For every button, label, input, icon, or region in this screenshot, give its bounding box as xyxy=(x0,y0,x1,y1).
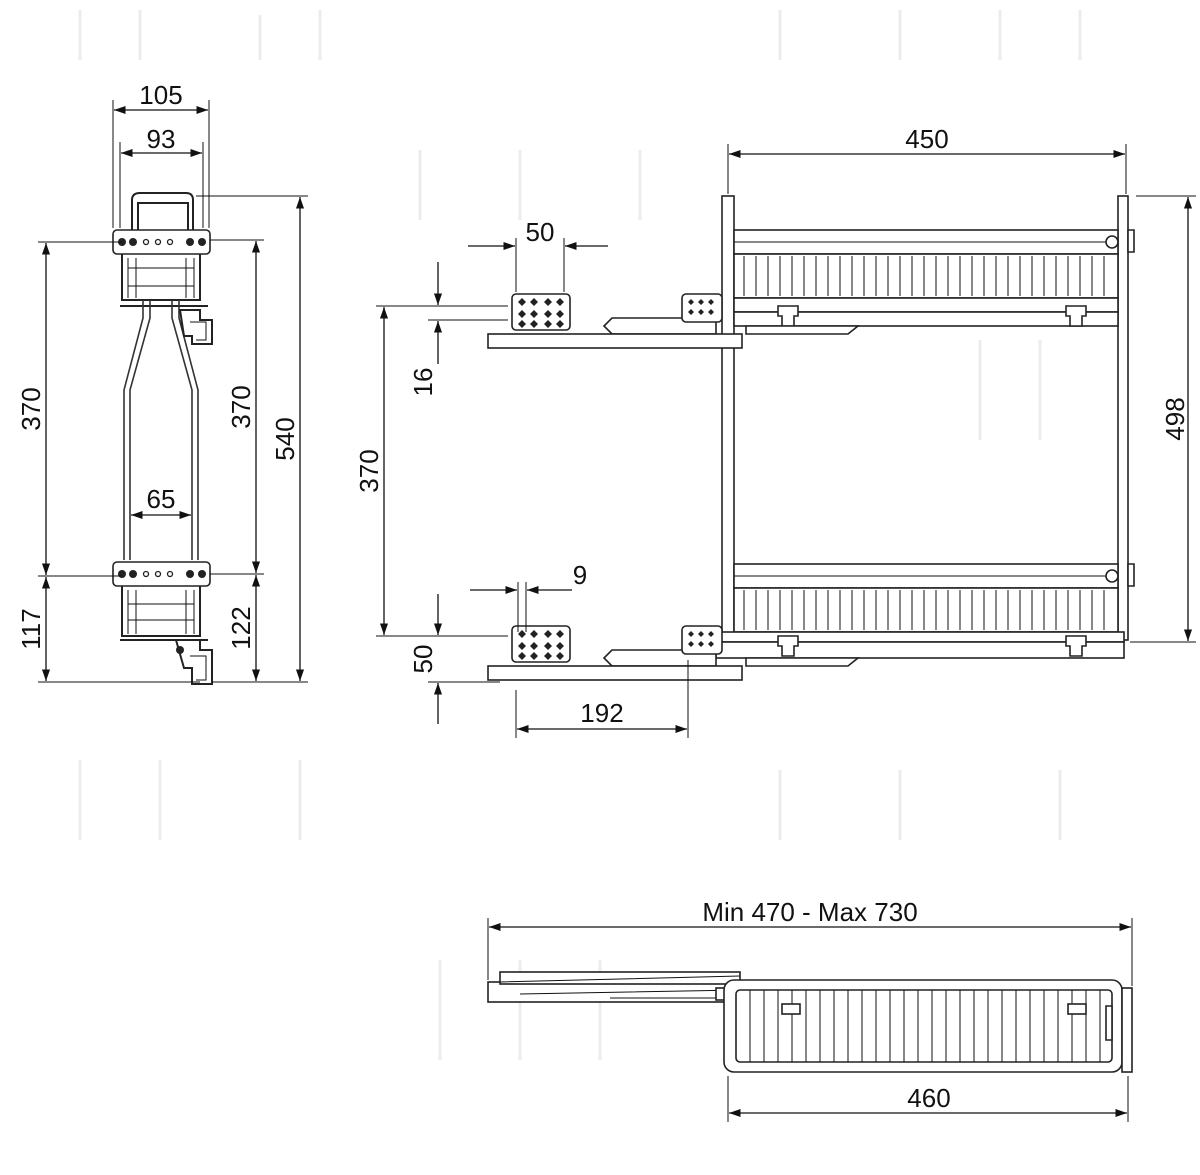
dim-front-16: 16 xyxy=(408,368,438,397)
top-view: Min 470 - Max 730 460 xyxy=(487,897,1133,1122)
front-upper-basket xyxy=(733,229,1119,335)
dim-side-122: 122 xyxy=(226,606,256,649)
dim-front-192: 192 xyxy=(580,698,623,728)
dim-side-105: 105 xyxy=(139,80,182,110)
front-rear-plate xyxy=(721,195,735,641)
dim-front-498: 498 xyxy=(1160,397,1190,440)
side-top-bracket xyxy=(112,229,211,255)
side-rod xyxy=(129,300,193,560)
dim-front-450: 450 xyxy=(905,124,948,154)
dim-top-460: 460 xyxy=(907,1083,950,1113)
top-basket xyxy=(723,979,1133,1073)
side-view: 105 93 65 370 117 370 122 540 xyxy=(16,80,308,685)
front-upper-runner xyxy=(487,293,743,349)
dim-top-min-max: Min 470 - Max 730 xyxy=(702,897,917,927)
front-lower-runner xyxy=(487,625,743,681)
dim-side-65: 65 xyxy=(147,484,176,514)
watermark xyxy=(78,10,1082,1060)
dim-front-50-top: 50 xyxy=(526,217,555,247)
dim-front-9: 9 xyxy=(573,560,587,590)
front-front-plate xyxy=(1117,195,1129,641)
front-view: 450 498 50 16 370 9 50 xyxy=(354,124,1196,738)
dim-side-inner-370: 370 xyxy=(226,385,256,428)
front-lower-basket xyxy=(715,563,1125,667)
dim-front-370: 370 xyxy=(354,449,384,492)
dim-side-93: 93 xyxy=(147,124,176,154)
dim-front-50-bottom: 50 xyxy=(408,645,438,674)
side-bottom-bracket xyxy=(112,561,211,587)
side-handle xyxy=(131,192,194,235)
dim-side-540: 540 xyxy=(270,417,300,460)
dim-side-left-370: 370 xyxy=(16,387,46,430)
dim-side-117: 117 xyxy=(16,608,46,649)
